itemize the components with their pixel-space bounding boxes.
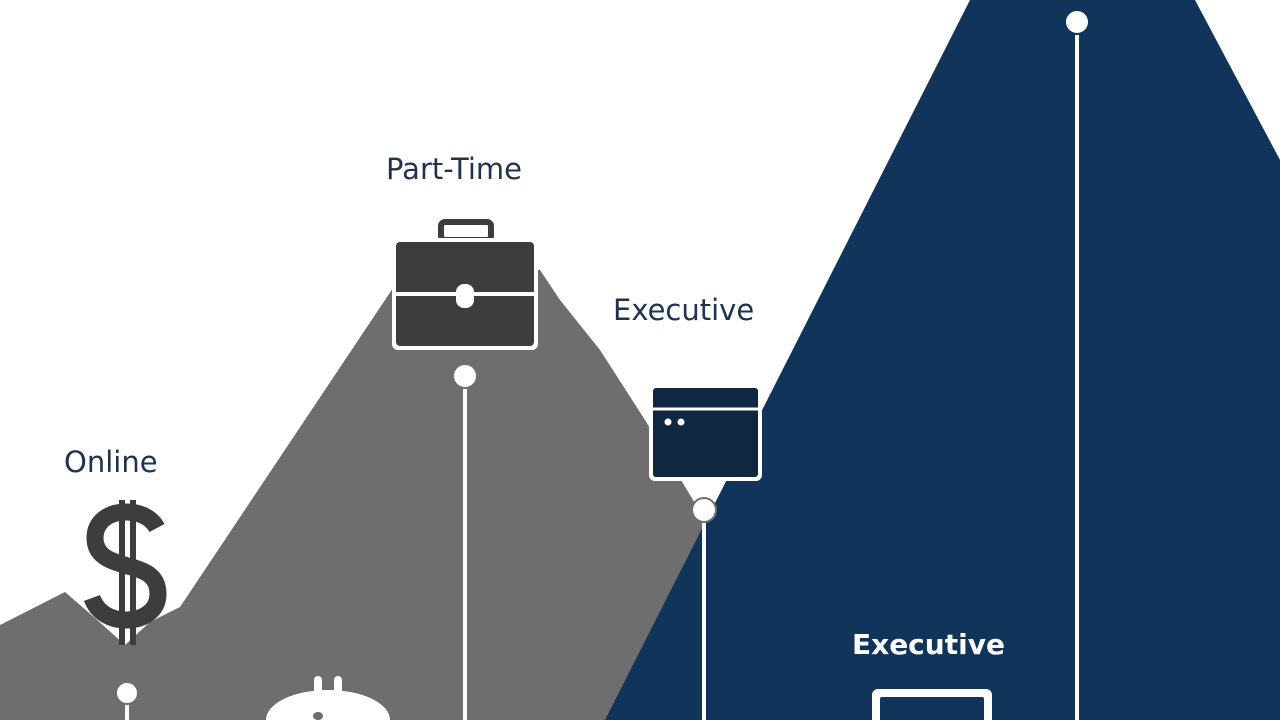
peak-node-dot [1064,9,1090,35]
executive-mid-label: Executive [613,293,755,327]
briefcase-icon [392,219,538,350]
browser-window-icon [649,384,762,481]
part-time-node-dot [452,363,478,389]
online-label: Online [64,445,158,479]
executive-node-dot [691,497,717,523]
dollar-sign-icon [83,500,167,645]
part-time-label: Part-Time [386,152,523,186]
laptop-icon [872,689,992,720]
coin-icon [266,676,390,720]
navy-mountain [605,0,1280,720]
online-node-dot [115,681,139,705]
gray-mountain [0,270,760,720]
executive-peak-label: Executive [852,628,1005,661]
